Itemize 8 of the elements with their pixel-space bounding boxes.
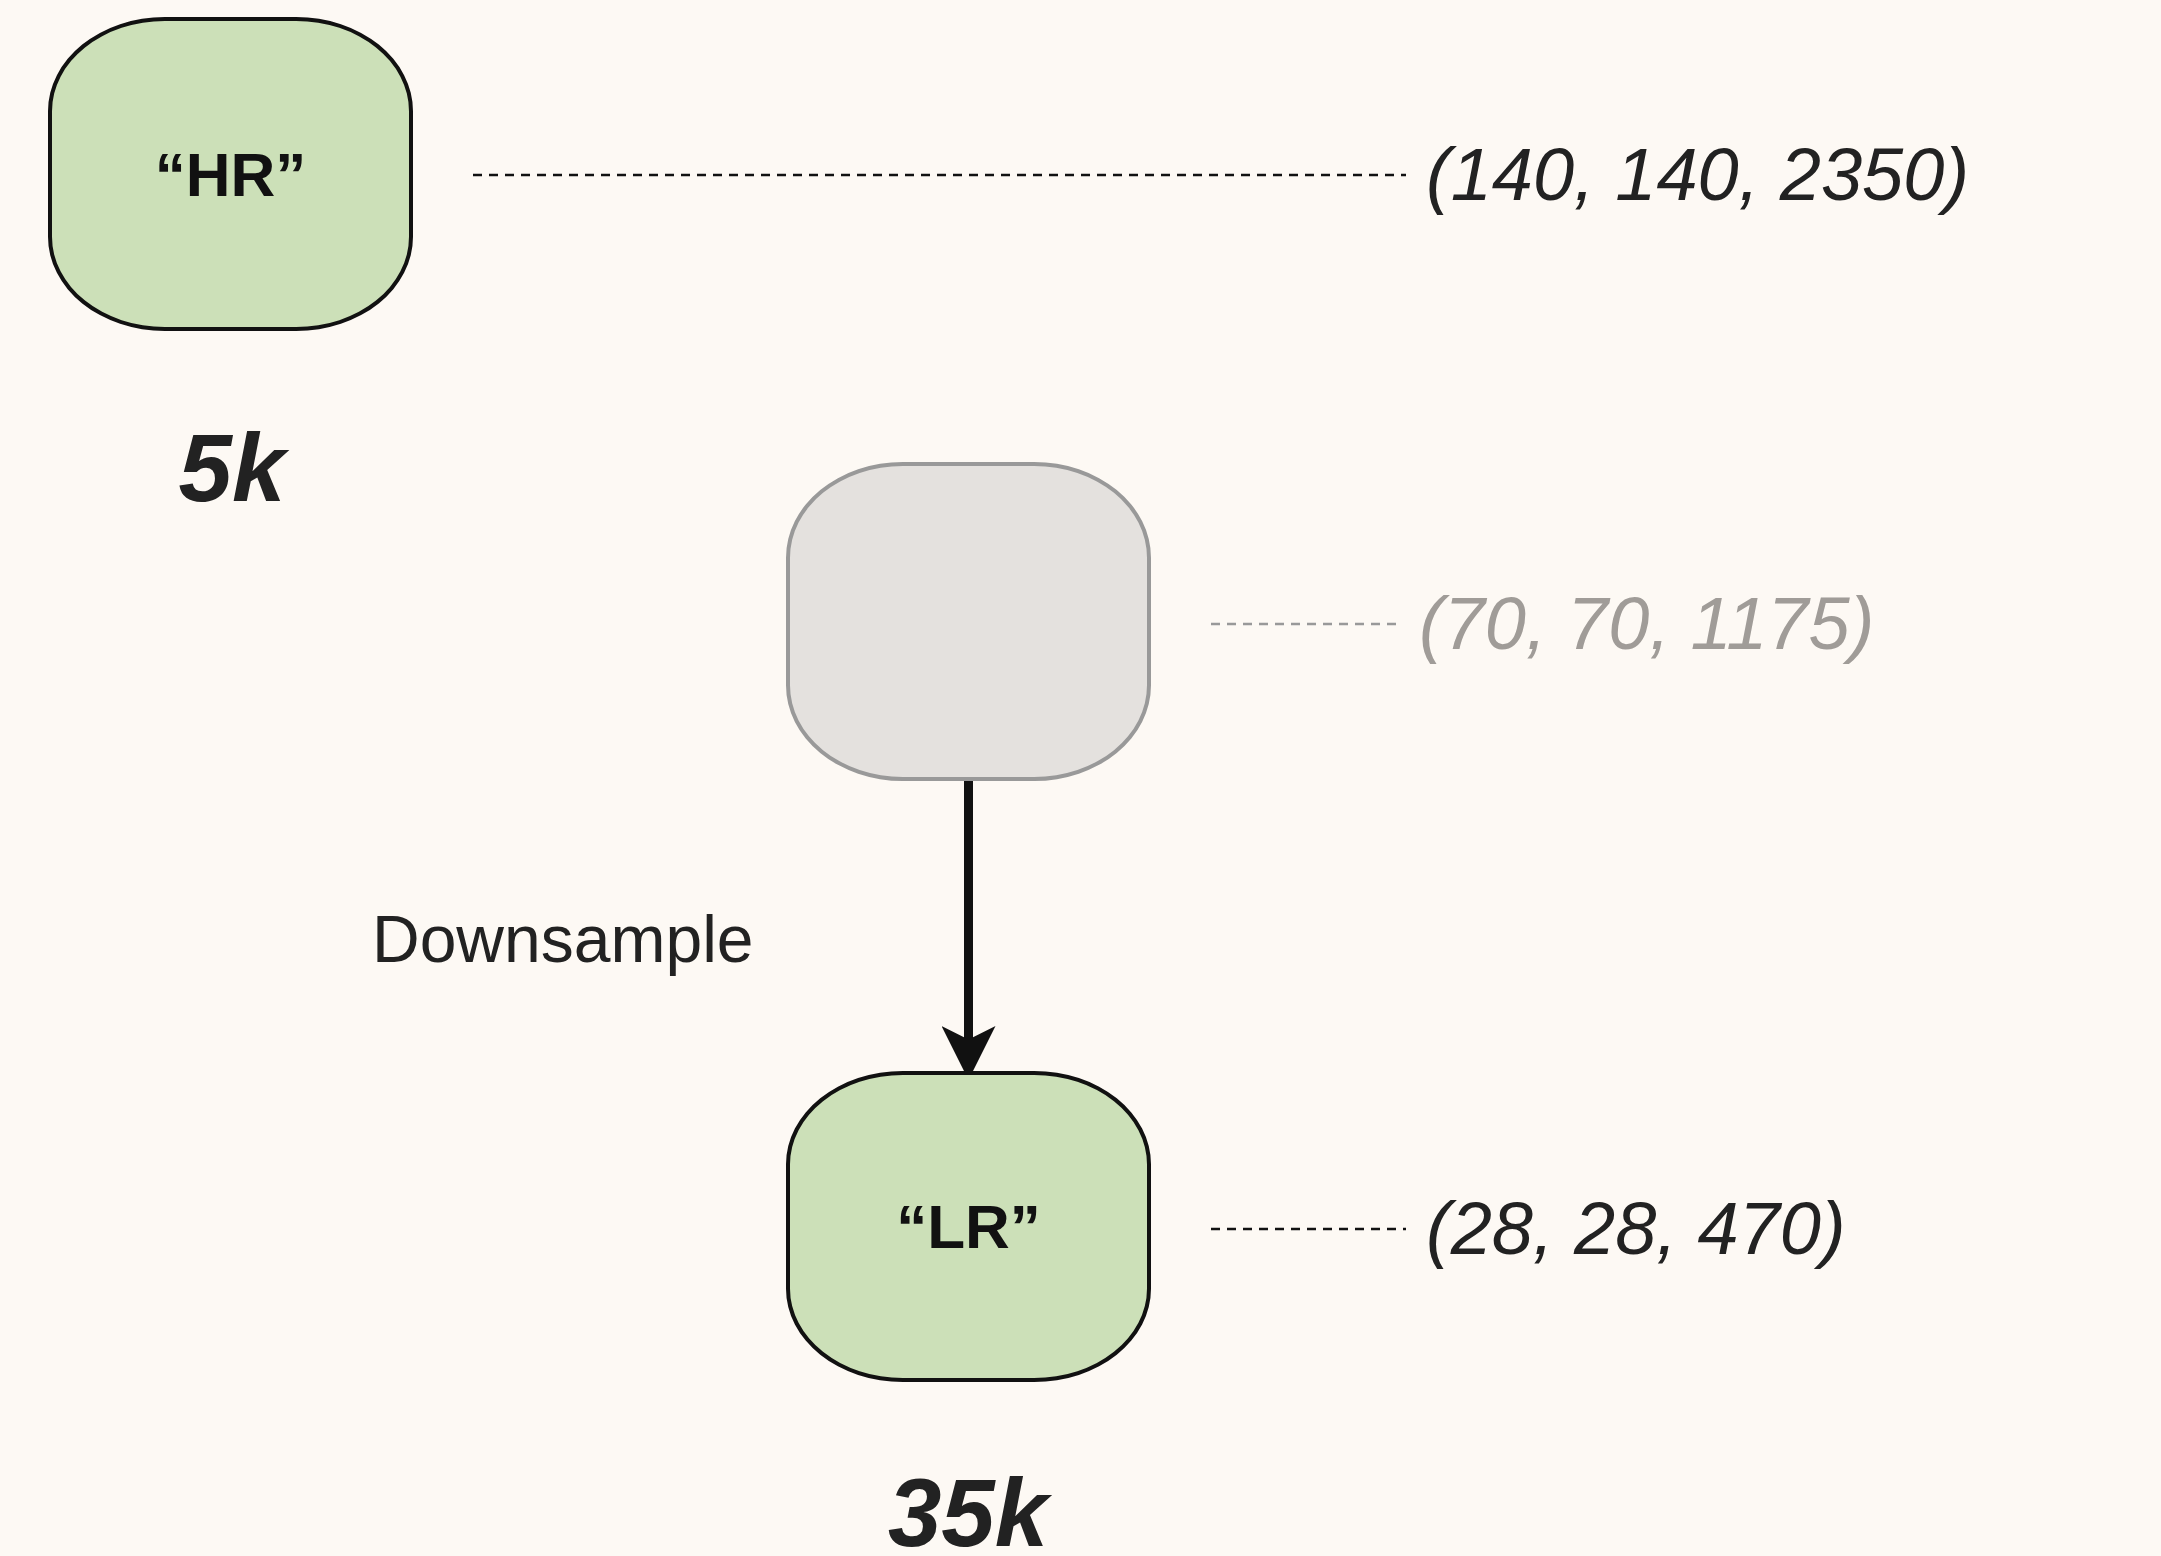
dotted-line xyxy=(1211,622,1399,626)
rounded-box xyxy=(48,17,413,331)
dotted-line xyxy=(473,173,1406,177)
box-label: “HR” xyxy=(154,138,307,210)
rounded-box xyxy=(786,1071,1151,1382)
dotted-line xyxy=(1211,1227,1406,1231)
box-label: “LR” xyxy=(896,1191,1041,1262)
empty-rounded-box xyxy=(786,462,1151,781)
